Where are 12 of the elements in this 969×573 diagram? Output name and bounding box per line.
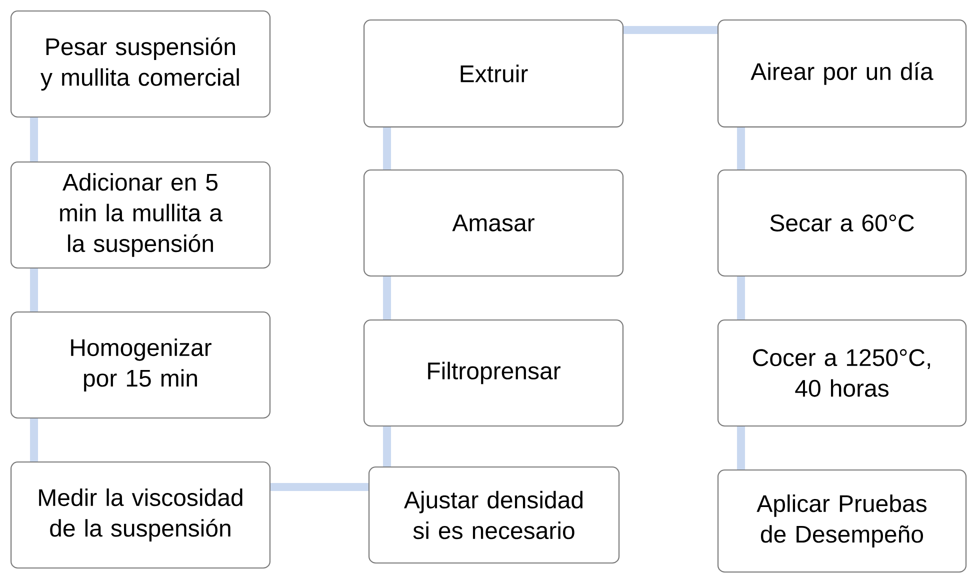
process-box: Medir la viscosidad de la suspensión <box>10 461 271 569</box>
process-box: Ajustar densidad si es necesario <box>368 466 620 564</box>
process-box: Amasar <box>364 169 624 277</box>
process-box: Pesar suspensión y mullita comercial <box>10 10 271 118</box>
process-box: Aplicar Pruebas de Desempeño <box>717 469 967 573</box>
process-box: Secar a 60°C <box>717 169 967 277</box>
process-box: Filtroprensar <box>364 319 624 427</box>
process-box: Extruir <box>364 20 624 128</box>
process-box: Adicionar en 5 min la mullita a la suspensión <box>10 161 271 269</box>
process-box: Cocer a 1250°C, 40 horas <box>717 319 967 427</box>
process-box: Homogenizar por 15 min <box>10 311 271 419</box>
process-box: Airear por un día <box>717 20 967 128</box>
